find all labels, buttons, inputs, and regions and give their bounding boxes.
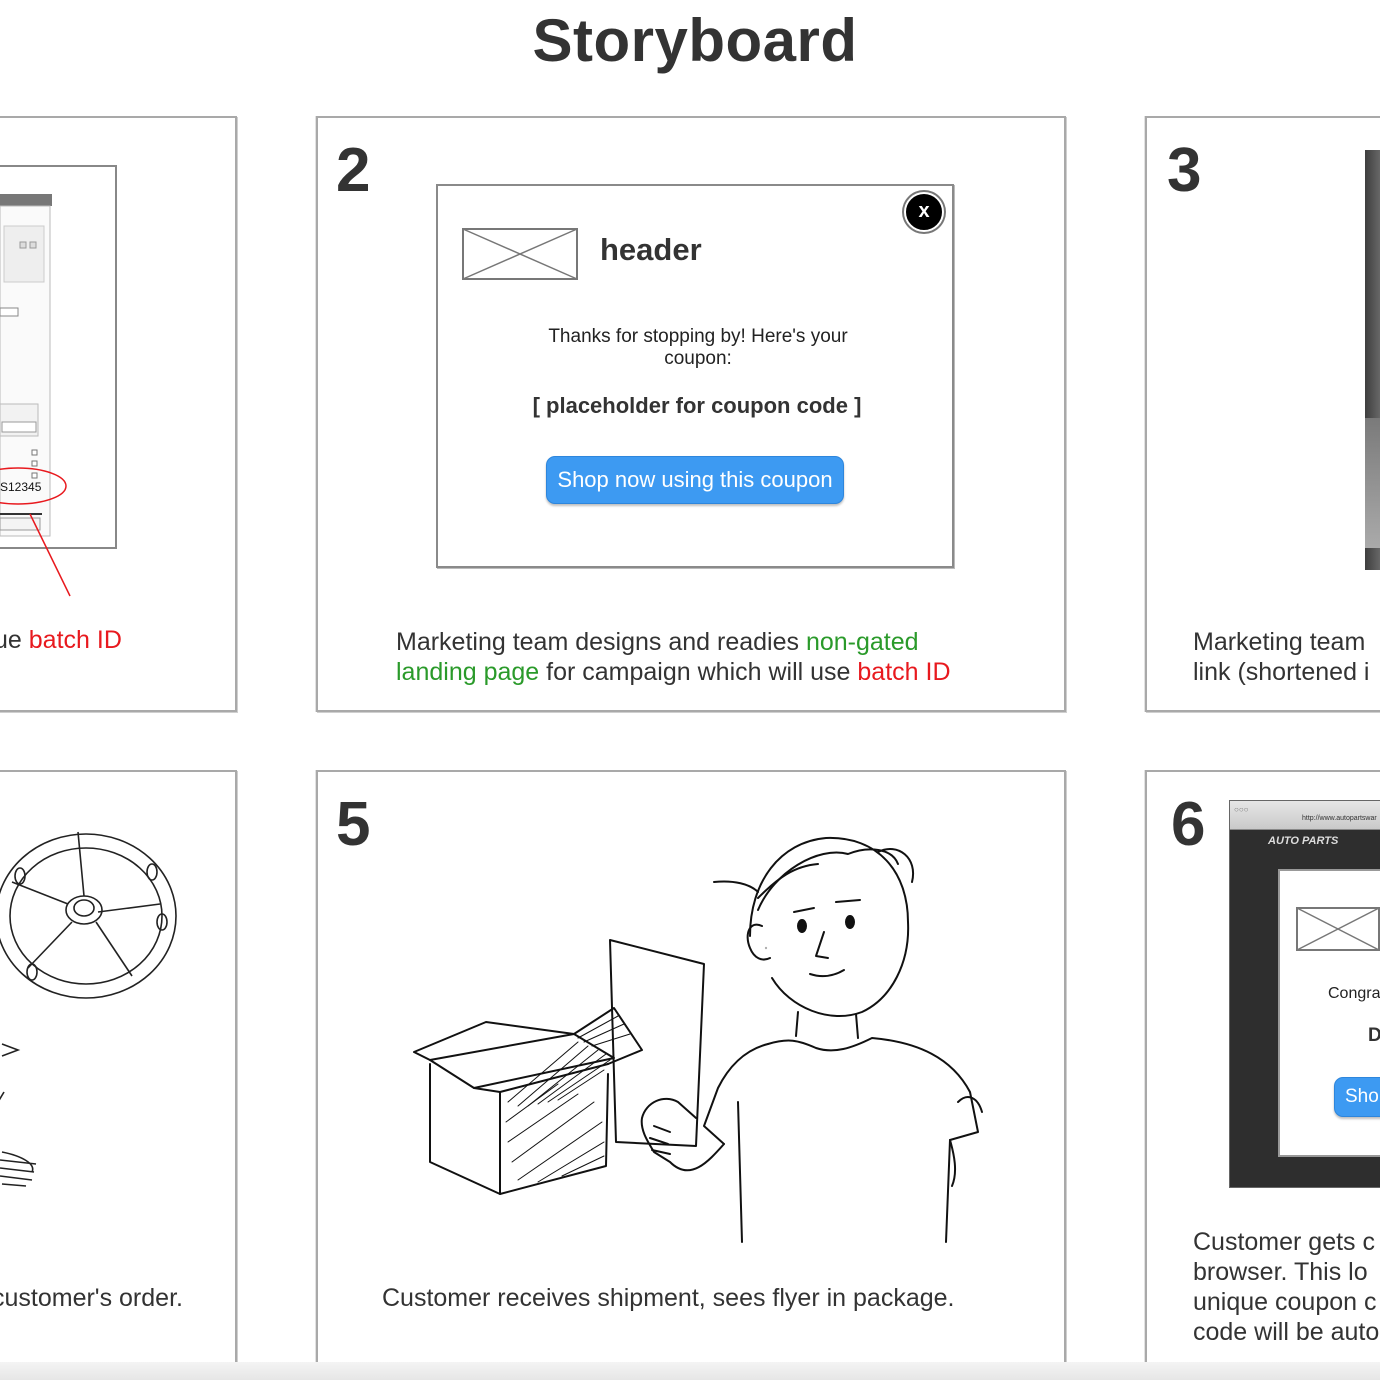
popup-header: header <box>600 232 702 267</box>
popup-message: Congra <box>1328 985 1380 1002</box>
storyboard-panel-3: 3 Marketing team link (shortened i <box>1145 116 1380 712</box>
window-buttons-icon: ○○○ <box>1234 805 1249 814</box>
popup-overlay: Congra D Sho <box>1278 869 1380 1157</box>
auto-part-sketch <box>0 831 177 1187</box>
browser-url: http://www.autopartswar <box>1302 815 1377 822</box>
panel-number: 5 <box>336 790 371 859</box>
panel-5-caption: Customer receives shipment, sees flyer i… <box>382 1284 955 1312</box>
close-icon[interactable]: x <box>904 192 944 232</box>
panel-number: 6 <box>1171 790 1206 859</box>
coupon-code: D <box>1368 1025 1380 1047</box>
panel-2-caption: Marketing team designs and readies non-g… <box>396 628 951 686</box>
browser-screenshot: ○○○ http://www.autopartswar AUTO PARTS C… <box>1229 800 1380 1188</box>
popup-message: Thanks for stopping by! Here's your coup… <box>548 326 848 369</box>
storyboard-panel-1: S12345 ue batch ID <box>0 116 237 712</box>
panel-6-caption: Customer gets c browser. This lo unique … <box>1193 1228 1380 1346</box>
image-placeholder-icon <box>462 228 578 280</box>
panel-number: 3 <box>1167 136 1202 205</box>
page-bottom-edge <box>0 1362 1380 1380</box>
site-logo: AUTO PARTS <box>1268 835 1339 847</box>
storyboard-panel-2: 2 header x Thanks for stopping by! Here'… <box>316 116 1066 712</box>
storyboard-panel-6: 6 ○○○ http://www.autopartswar AUTO PARTS… <box>1145 770 1380 1366</box>
popup-wireframe: header x Thanks for stopping by! Here's … <box>436 184 954 568</box>
page-title: Storyboard <box>532 7 858 74</box>
coupon-code-label: S12345 <box>0 480 42 494</box>
customer-with-flyer-illustration <box>413 836 983 1243</box>
shop-now-button[interactable]: Sho <box>1334 1077 1380 1117</box>
storyboard-panel-5: 5 <box>316 770 1066 1366</box>
storyboard-panel-4: customer's order. <box>0 770 237 1366</box>
batch-form-sketch <box>0 165 117 597</box>
shop-now-button[interactable]: Shop now using this coupon <box>546 456 844 504</box>
browser-toolbar: ○○○ http://www.autopartswar <box>1230 801 1380 830</box>
panel-4-caption: customer's order. <box>0 1284 183 1312</box>
panel-number: 2 <box>336 136 371 205</box>
panel-1-caption: ue batch ID <box>0 626 122 654</box>
panel-3-caption: Marketing team link (shortened i <box>1193 628 1370 686</box>
image-placeholder-icon <box>1296 907 1380 951</box>
photo-highlight <box>1365 418 1380 548</box>
coupon-code-placeholder: [ placeholder for coupon code ] <box>532 393 862 418</box>
